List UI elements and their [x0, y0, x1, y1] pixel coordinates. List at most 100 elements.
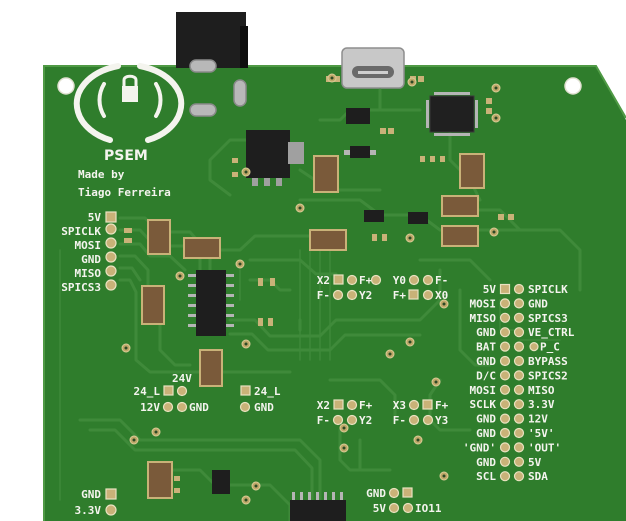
header-pin [513, 327, 525, 338]
bottom-chip [290, 500, 346, 521]
connector-label: Y0 [393, 274, 406, 287]
right-header-right-label: '5V' [528, 427, 555, 440]
header-pin [499, 370, 511, 381]
mcu-chip [429, 95, 475, 133]
header-pin [513, 471, 525, 482]
left-header-label: SPICS3 [61, 281, 101, 294]
right-header-right-label: SDA [528, 470, 548, 483]
right-header-right-label: 5V [528, 456, 542, 469]
left-header-label: MISO [75, 267, 102, 280]
right-header-left-label: SCLK [470, 398, 497, 411]
right-header-left-label: MISO [470, 312, 497, 325]
header-pin [513, 283, 525, 295]
left-header-label: MOSI [75, 239, 102, 252]
thin-traces [59, 249, 561, 501]
power-connectors: 24V 24_L 12V GND 24_L GND [134, 372, 281, 414]
header-pin [499, 298, 511, 309]
right-header-left-label: MOSI [470, 297, 497, 310]
soic-chip [196, 270, 226, 336]
connector-label: F+ [435, 399, 449, 412]
right-header-right-label: 12V [528, 413, 548, 426]
connector-label: F+ [359, 399, 373, 412]
bottom-left-label: GND [81, 488, 101, 501]
power-label: GND [254, 401, 274, 414]
left-header-label: SPICLK [61, 225, 101, 238]
dc-jack-side [240, 26, 248, 68]
header-pin [513, 298, 525, 309]
header-pin [499, 341, 511, 352]
dc-jack-body [176, 12, 246, 68]
header-pin [499, 471, 511, 482]
header-pin [499, 442, 511, 453]
right-header-right-label: VE_CTRL [528, 326, 575, 339]
power-label: 24_L [254, 385, 281, 398]
right-header-left-label: SCL [476, 470, 496, 483]
vias [121, 73, 501, 505]
header-pin [513, 399, 525, 410]
header-pin [513, 427, 525, 439]
left-header: 5V SPICLK MOSI GND MISO SPICS3 [61, 211, 117, 294]
right-header-left-label: D/C [476, 369, 496, 382]
header-pin [499, 283, 511, 295]
header-pin [499, 399, 511, 410]
bottom-left-header: GND 3.3V [75, 488, 117, 517]
connector-x2-bottom: X2 F+ F- Y2 [317, 399, 373, 427]
header-pin [499, 355, 511, 367]
pc-pad [529, 342, 539, 352]
oval-pads [189, 59, 247, 117]
header-pin [513, 370, 525, 381]
header-pin [499, 384, 511, 395]
right-header-left-label: MOSI [470, 384, 497, 397]
credit-line-1: Made by [78, 168, 125, 181]
left-header-label: GND [81, 253, 101, 266]
bottom-mid-header: GND 5V IO11 [366, 487, 442, 515]
right-header-right-label: 'OUT' [528, 441, 561, 454]
header-pin [513, 456, 525, 467]
header-pin [513, 442, 525, 453]
connector-label: F- [393, 414, 406, 427]
header-pin [513, 341, 525, 352]
bottom-left-label: 3.3V [75, 504, 102, 517]
connector-label: F+ [359, 274, 373, 287]
right-header-right-label: GND [528, 297, 548, 310]
connector-x3-bottom: X3 F+ F- Y3 [393, 399, 449, 427]
soic-pins [188, 274, 234, 327]
small-chip [350, 146, 370, 158]
regulator-tab [288, 142, 304, 164]
connector-y0-top: Y0 F- F+ X0 [370, 274, 448, 302]
bottom-mid-label: IO11 [415, 502, 442, 515]
power-label: 24_L [134, 385, 161, 398]
right-header-right-label: SPICS3 [528, 312, 568, 325]
header-pin [499, 312, 511, 323]
connector-label: F- [317, 414, 330, 427]
connector-label: Y3 [435, 414, 448, 427]
board-title: PSEM [104, 148, 148, 164]
right-header-right-label: SPICS2 [528, 369, 568, 382]
right-header-left-label: GND [476, 427, 496, 440]
right-header-right-label: MISO [528, 384, 555, 397]
right-header-right-label: SPICLK [528, 283, 568, 296]
header-pin [513, 355, 525, 367]
mounting-hole-icon [57, 77, 75, 95]
mounting-hole-icon [564, 77, 582, 95]
connector-label: X2 [317, 399, 330, 412]
connector-label: X3 [393, 399, 406, 412]
board-edge [43, 65, 626, 521]
credit-line-2: Tiago Ferreira [78, 186, 171, 199]
left-header-label: 5V [88, 211, 102, 224]
power-label: 24V [172, 372, 192, 385]
connector-label: X0 [435, 289, 448, 302]
header-pin [499, 413, 511, 424]
capacitors [141, 153, 485, 499]
connector-label: F- [435, 274, 448, 287]
connector-label: X2 [317, 274, 330, 287]
header-pin [499, 327, 511, 338]
right-header-left-label: 5V [483, 283, 497, 296]
header-pin [513, 413, 525, 424]
psem-logo [73, 63, 185, 143]
header-pin [513, 312, 525, 323]
right-header-right-label: P_C [540, 341, 560, 354]
